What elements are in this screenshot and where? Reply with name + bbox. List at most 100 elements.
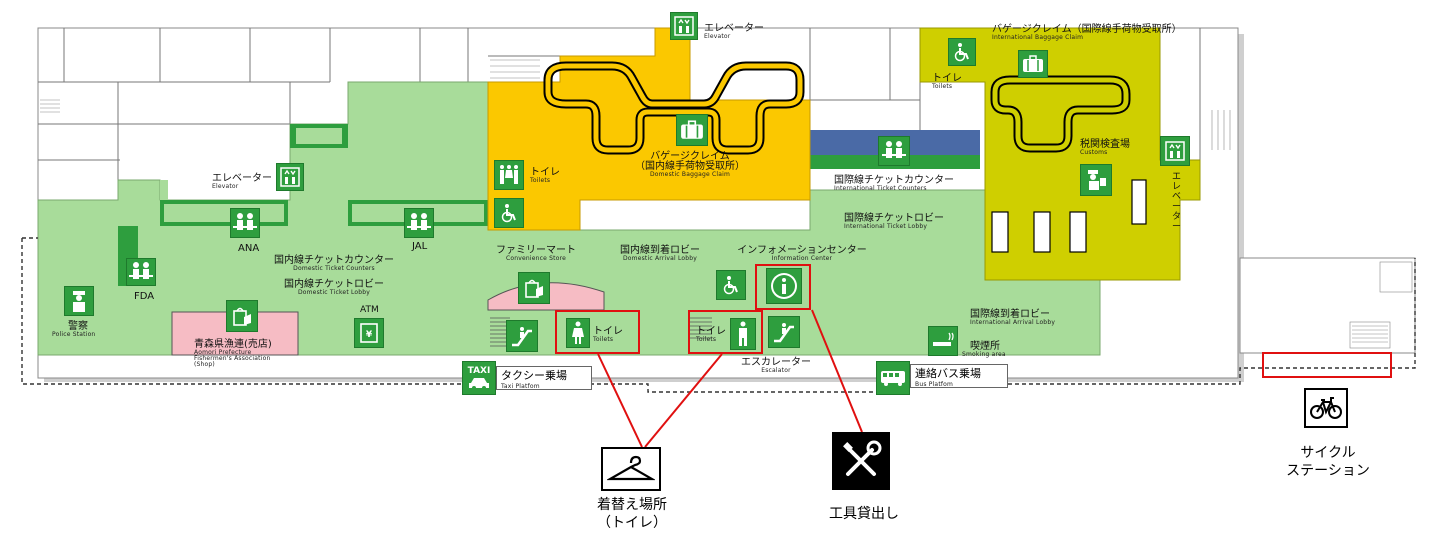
taxi-platform-en: Taxi Platfom: [501, 382, 540, 390]
intl-toilet-label: トイレ Toilets: [932, 74, 962, 90]
bicycle-icon: [1304, 388, 1348, 428]
bus-platform-en: Bus Platfom: [915, 380, 954, 388]
toilet-b-jp: トイレ: [696, 326, 726, 337]
information-icon: [766, 268, 802, 304]
toilet-a-en: Toilets: [593, 336, 614, 343]
svg-text:¥: ¥: [366, 330, 373, 340]
smoking-icon: [928, 326, 958, 356]
domestic-baggage-claim-jp2: （国内線手荷物受取所）: [635, 161, 745, 172]
escalator-icon: [768, 316, 800, 348]
intl-ticket-counter-jp: 国際線チケットカウンター: [834, 175, 954, 186]
police-jp: 警察: [68, 321, 88, 332]
domestic-baggage-claim-en: Domestic Baggage Claim: [649, 171, 731, 178]
bus-platform-jp: 連絡バス乗場: [915, 366, 981, 380]
taxi-platform-label: タクシー乗場 Taxi Platfom: [496, 366, 592, 390]
ticket-counter-icon: [878, 136, 910, 166]
customs-jp: 税関検査場: [1080, 139, 1130, 150]
wheelchair-icon: [494, 198, 524, 228]
elevator-left-jp: エレベーター: [212, 173, 272, 184]
escalator-en: Escalator: [761, 367, 791, 374]
wrench-screwdriver-icon: [832, 432, 890, 490]
domestic-toilet-jp: トイレ: [530, 167, 560, 178]
information-center-en: Information Center: [771, 255, 833, 262]
domestic-toilet-en: Toilets: [530, 177, 551, 184]
highlight-cycle-station: [1262, 352, 1392, 378]
intl-baggage-claim-en: International Baggage Claim: [992, 34, 1084, 41]
domestic-ticket-counter-label: 国内線チケットカウンター Domestic Ticket Counters: [274, 256, 394, 272]
elevator-left-en: Elevator: [212, 183, 239, 190]
fishermen-shop-label: 青森県漁連(売店) Aomori Prefecture Fishermen's …: [194, 340, 272, 368]
elevator-icon: [670, 12, 698, 40]
elevator-icon: [276, 163, 304, 191]
fda-label: FDA: [134, 291, 155, 302]
escalator-jp: エスカレーター: [741, 357, 811, 368]
taxi-badge-text: TAXI: [467, 366, 491, 376]
changing-area-line2: （トイレ）: [597, 515, 667, 531]
intl-baggage-claim-label: バゲージクレイム（国際線手荷物受取所） International Baggag…: [992, 25, 1182, 41]
intl-baggage-claim-jp: バゲージクレイム（国際線手荷物受取所）: [992, 24, 1182, 35]
shopping-icon: [518, 272, 550, 304]
toilet-a-label: トイレ Toilets: [593, 327, 623, 343]
fishermen-shop-en2: Fishermen's Association: [194, 355, 271, 362]
toilet-a-jp: トイレ: [593, 326, 623, 337]
intl-ticket-lobby-label: 国際線チケットロビー International Ticket Lobby: [844, 214, 944, 230]
domestic-ticket-lobby-en: Domestic Ticket Lobby: [297, 289, 371, 296]
elevator-top-label: エレベーター Elevator: [704, 24, 764, 40]
wheelchair-icon: [948, 38, 976, 66]
intl-arrival-lobby-en: International Arrival Lobby: [970, 319, 1056, 326]
elevator-top-jp: エレベーター: [704, 23, 764, 34]
ticket-counter-icon: [230, 208, 260, 238]
atm-label: ATM: [360, 305, 379, 315]
domestic-baggage-claim-jp: バゲージクレイム: [650, 151, 730, 162]
toilet-b-label: トイレ Toilets: [696, 327, 726, 343]
intl-ticket-counter-en: International Ticket Counters: [834, 185, 927, 192]
intl-ticket-counter-label: 国際線チケットカウンター International Ticket Counte…: [834, 176, 954, 192]
fishermen-shop-en1: Aomori Prefecture: [194, 349, 252, 356]
elevator-left-label: エレベーター Elevator: [212, 174, 272, 190]
baggage-icon: [1018, 50, 1048, 78]
intl-ticket-lobby-jp: 国際線チケットロビー: [844, 213, 944, 224]
hanger-icon: [601, 447, 661, 491]
taxi-platform-jp: タクシー乗場: [501, 368, 567, 382]
fishermen-shop-jp: 青森県漁連(売店): [194, 339, 272, 350]
customs-label: 税関検査場 Customs: [1080, 140, 1130, 156]
fishermen-shop-en3: (Shop): [194, 361, 215, 368]
highlight-changing-toilet-a: [555, 310, 640, 354]
atm-icon: ¥: [354, 318, 384, 348]
elevator-right-label: エレベーター: [1172, 172, 1184, 232]
domestic-ticket-lobby-jp: 国内線チケットロビー: [284, 279, 384, 290]
male-toilet-icon: [730, 318, 756, 350]
bus-icon: [876, 361, 910, 395]
wheelchair-icon: [716, 270, 746, 300]
domestic-arrival-lobby-label: 国内線到着ロビー Domestic Arrival Lobby: [620, 246, 700, 262]
intl-toilet-jp: トイレ: [932, 73, 962, 84]
bus-platform-label: 連絡バス乗場 Bus Platfom: [910, 364, 1008, 388]
domestic-ticket-lobby-label: 国内線チケットロビー Domestic Ticket Lobby: [284, 280, 384, 296]
police-en: Police Station: [52, 331, 96, 338]
ana-label: ANA: [238, 243, 260, 254]
intl-arrival-lobby-jp: 国際線到着ロビー: [970, 309, 1050, 320]
tool-rental-caption: 工具貸出し: [829, 506, 899, 522]
smoking-area-en: Smoking area: [962, 351, 1006, 358]
information-center-jp: インフォメーションセンター: [737, 245, 867, 256]
changing-area-caption: 着替え場所 （トイレ）: [594, 496, 670, 532]
intl-ticket-lobby-en: International Ticket Lobby: [844, 223, 928, 230]
smoking-area-jp: 喫煙所: [970, 341, 1000, 352]
cycle-station-line2: ステーション: [1286, 463, 1370, 479]
elevator-icon: [1160, 136, 1190, 166]
domestic-toilet-label: トイレ Toilets: [530, 168, 560, 184]
highlight-changing-toilet-b: [688, 310, 763, 354]
domestic-baggage-claim-label: バゲージクレイム （国内線手荷物受取所） Domestic Baggage Cl…: [635, 152, 745, 178]
female-toilet-icon: [566, 318, 590, 348]
family-mart-label: ファミリーマート Convenience Store: [496, 246, 576, 262]
family-mart-en: Convenience Store: [505, 255, 567, 262]
elevator-top-en: Elevator: [704, 33, 731, 40]
customs-officer-icon: [1080, 164, 1112, 196]
taxi-icon: TAXI: [462, 361, 496, 395]
information-center-label: インフォメーションセンター Information Center: [737, 246, 867, 262]
family-mart-jp: ファミリーマート: [496, 245, 576, 256]
shopping-icon: [226, 300, 258, 332]
jal-label: JAL: [412, 241, 428, 252]
cycle-station-caption: サイクル ステーション: [1280, 444, 1376, 480]
